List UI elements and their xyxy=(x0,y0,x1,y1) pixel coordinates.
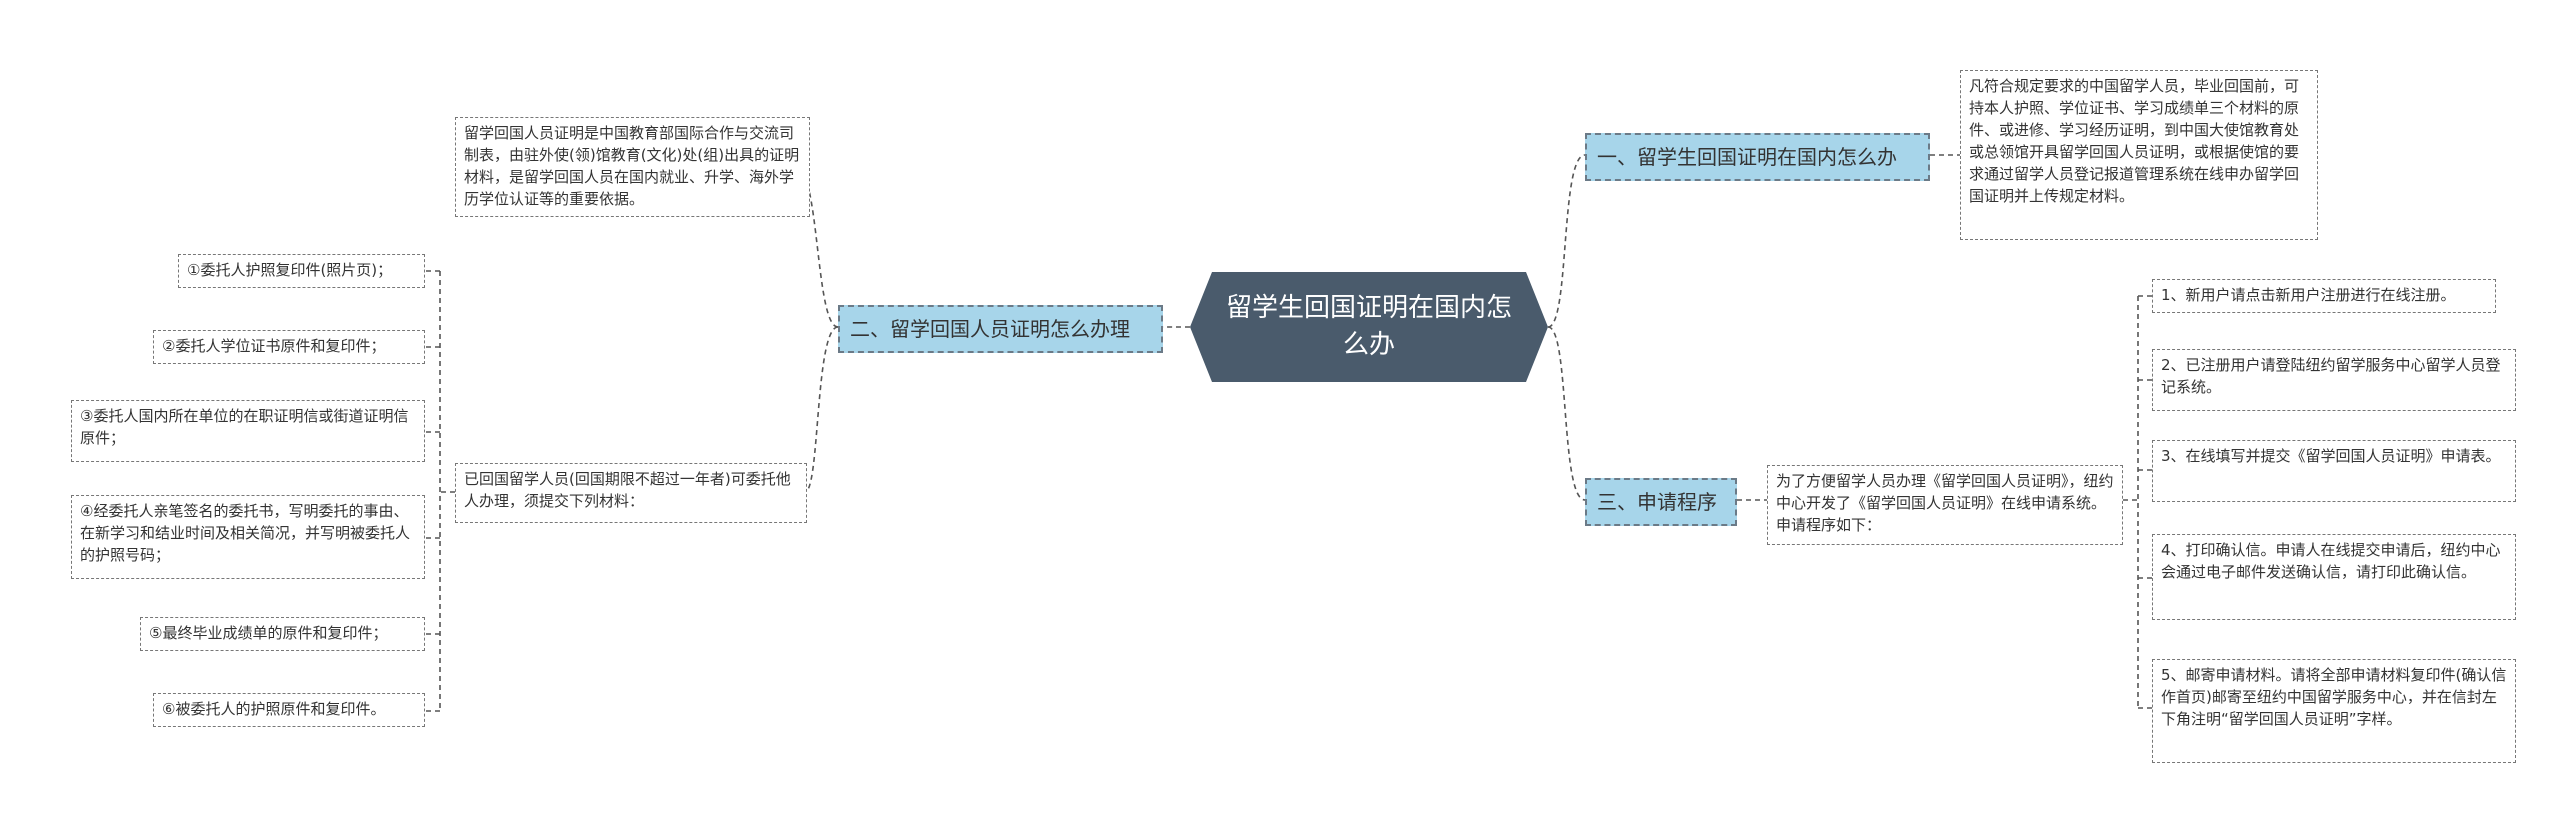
step-4-text: 4、打印确认信。申请人在线提交申请后，纽约中心会通过电子邮件发送确认信，请打印此… xyxy=(2161,541,2501,581)
proxy-item-6-text: ⑥被委托人的护照原件和复印件。 xyxy=(162,700,386,718)
branch-2-intro-content: 留学回国人员证明是中国教育部国际合作与交流司制表，由驻外使(领)馆教育(文化)处… xyxy=(464,124,800,208)
proxy-item-3: ③委托人国内所在单位的在职证明信或街道证明信原件； xyxy=(71,400,425,462)
proxy-item-2-text: ②委托人学位证书原件和复印件； xyxy=(162,337,386,355)
branch-1-label: 一、留学生回国证明在国内怎么办 xyxy=(1597,145,1897,169)
proxy-item-5: ⑤最终毕业成绩单的原件和复印件； xyxy=(140,617,425,651)
step-1-text: 1、新用户请点击新用户注册进行在线注册。 xyxy=(2161,286,2456,304)
branch-2-intro: 留学回国人员证明是中国教育部国际合作与交流司制表，由驻外使(领)馆教育(文化)处… xyxy=(455,117,810,217)
branch-2-proxy-content: 已回国留学人员(回国期限不超过一年者)可委托他人办理，须提交下列材料： xyxy=(464,470,791,510)
branch-3-intro: 为了方便留学人员办理《留学回国人员证明》，纽约中心开发了《留学回国人员证明》在线… xyxy=(1767,465,2123,545)
step-3-text: 3、在线填写并提交《留学回国人员证明》申请表。 xyxy=(2161,447,2501,465)
branch-3-topic: 三、申请程序 xyxy=(1585,478,1737,526)
branch-1-text-content: 凡符合规定要求的中国留学人员，毕业回国前，可持本人护照、学位证书、学习成绩单三个… xyxy=(1969,77,2300,205)
step-2: 2、已注册用户请登陆纽约留学服务中心留学人员登记系统。 xyxy=(2152,349,2516,411)
proxy-item-3-text: ③委托人国内所在单位的在职证明信或街道证明信原件； xyxy=(80,407,409,447)
central-topic: 留学生回国证明在国内怎么办 xyxy=(1190,272,1548,382)
proxy-item-5-text: ⑤最终毕业成绩单的原件和复印件； xyxy=(149,624,388,642)
branch-3-intro-content: 为了方便留学人员办理《留学回国人员证明》，纽约中心开发了《留学回国人员证明》在线… xyxy=(1776,472,2114,534)
step-5: 5、邮寄申请材料。请将全部申请材料复印件(确认信作首页)邮寄至纽约中国留学服务中… xyxy=(2152,659,2516,763)
proxy-item-4: ④经委托人亲笔签名的委托书，写明委托的事由、在新学习和结业时间及相关简况，并写明… xyxy=(71,495,425,579)
step-3: 3、在线填写并提交《留学回国人员证明》申请表。 xyxy=(2152,440,2516,502)
branch-1-text: 凡符合规定要求的中国留学人员，毕业回国前，可持本人护照、学位证书、学习成绩单三个… xyxy=(1960,70,2318,240)
branch-3-label: 三、申请程序 xyxy=(1597,490,1717,514)
step-4: 4、打印确认信。申请人在线提交申请后，纽约中心会通过电子邮件发送确认信，请打印此… xyxy=(2152,534,2516,620)
proxy-item-1: ①委托人护照复印件(照片页)； xyxy=(178,254,425,288)
step-2-text: 2、已注册用户请登陆纽约留学服务中心留学人员登记系统。 xyxy=(2161,356,2501,396)
branch-2-label: 二、留学回国人员证明怎么办理 xyxy=(850,317,1130,341)
proxy-item-1-text: ①委托人护照复印件(照片页)； xyxy=(187,261,393,279)
branch-2-topic: 二、留学回国人员证明怎么办理 xyxy=(838,305,1163,353)
branch-2-proxy: 已回国留学人员(回国期限不超过一年者)可委托他人办理，须提交下列材料： xyxy=(455,463,807,523)
central-topic-label: 留学生回国证明在国内怎么办 xyxy=(1225,293,1512,360)
step-5-text: 5、邮寄申请材料。请将全部申请材料复印件(确认信作首页)邮寄至纽约中国留学服务中… xyxy=(2161,666,2507,728)
step-1: 1、新用户请点击新用户注册进行在线注册。 xyxy=(2152,279,2496,313)
proxy-item-4-text: ④经委托人亲笔签名的委托书，写明委托的事由、在新学习和结业时间及相关简况，并写明… xyxy=(80,502,411,564)
branch-1-topic: 一、留学生回国证明在国内怎么办 xyxy=(1585,133,1930,181)
proxy-item-6: ⑥被委托人的护照原件和复印件。 xyxy=(153,693,425,727)
proxy-item-2: ②委托人学位证书原件和复印件； xyxy=(153,330,425,364)
